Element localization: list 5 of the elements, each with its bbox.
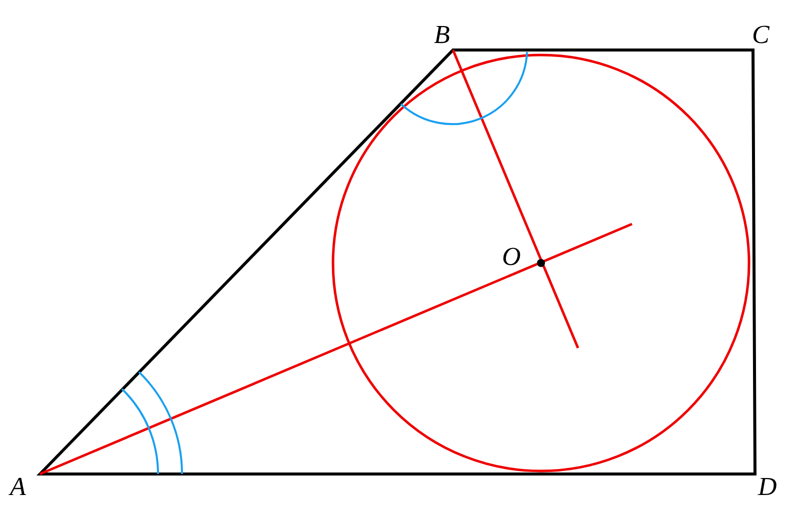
point-label: C bbox=[752, 22, 770, 48]
point-label: D bbox=[758, 474, 777, 500]
point-label: A bbox=[10, 474, 26, 500]
point-label: O bbox=[502, 244, 521, 270]
point-label: B bbox=[434, 22, 450, 48]
